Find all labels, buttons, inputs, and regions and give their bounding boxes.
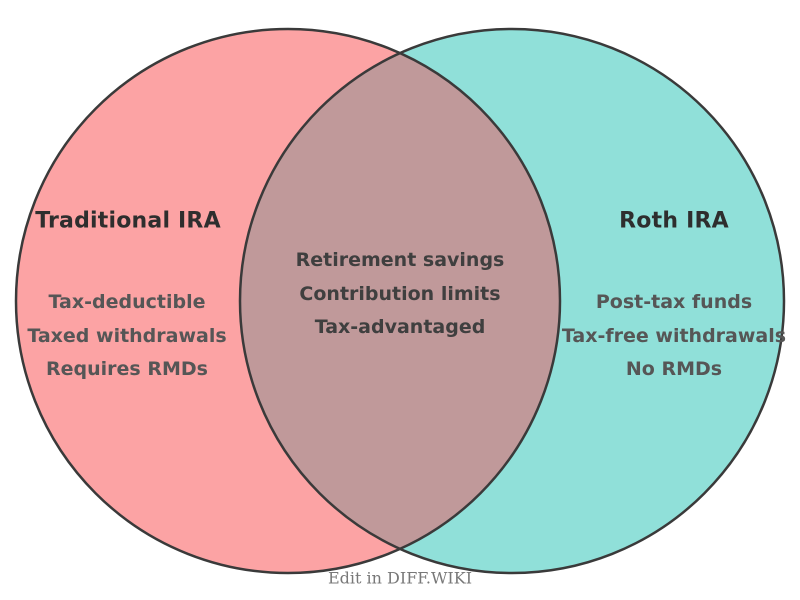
overlap-item: Contribution limits [299, 282, 501, 305]
edit-link[interactable]: Edit in DIFF.WIKI [327, 568, 473, 588]
left-set-item: Tax-deductible [48, 290, 206, 313]
overlap-item: Tax-advantaged [314, 315, 486, 338]
left-set-title: Traditional IRA [35, 208, 221, 234]
overlap-region [240, 29, 560, 573]
right-set-item: No RMDs [625, 357, 723, 380]
right-set-title: Roth IRA [619, 208, 729, 234]
right-circle-outline [238, 27, 786, 575]
overlap-items: Retirement savings Contribution limits T… [296, 244, 505, 345]
left-set-item: Requires RMDs [46, 357, 208, 380]
right-set-item: Tax-free withdrawals [561, 324, 787, 347]
right-set-item: Post-tax funds [595, 290, 753, 313]
left-circle-outline [14, 27, 562, 575]
left-set-item: Taxed withdrawals [27, 324, 227, 347]
left-set-items: Tax-deductible Taxed withdrawals Require… [27, 286, 226, 387]
right-set-items: Post-tax funds Tax-free withdrawals No R… [562, 286, 786, 387]
overlap-item: Retirement savings [295, 248, 505, 271]
